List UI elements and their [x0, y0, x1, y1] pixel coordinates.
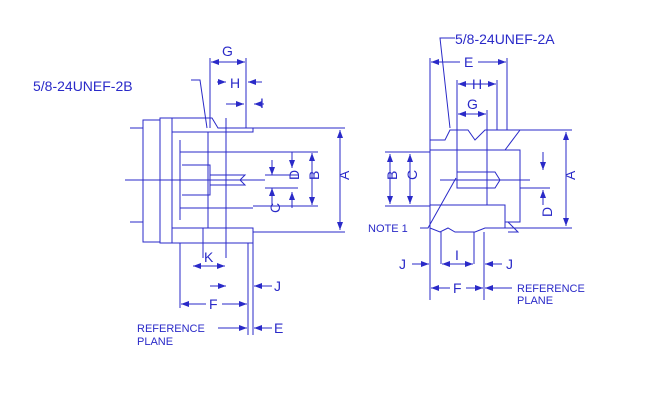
dim-label-d: D [286, 170, 302, 180]
dim-label-b-right: B [384, 171, 400, 180]
dim-label-c-right: C [404, 170, 420, 180]
right-plug-view [385, 37, 572, 300]
dim-label-e: E [274, 320, 283, 336]
dim-label-a: A [336, 170, 352, 180]
dim-label-k: K [204, 249, 214, 265]
dim-label-i-right: I [455, 247, 459, 263]
dim-label-e-right: E [464, 54, 473, 70]
dim-label-f: F [209, 296, 218, 312]
dim-label-d-right: D [539, 207, 555, 217]
dim-label-g-right: G [467, 96, 478, 112]
right-thread-label: 5/8-24UNEF-2A [455, 31, 555, 47]
left-thread-label: 5/8-24UNEF-2B [33, 78, 133, 94]
dim-label-h-right: H [472, 76, 482, 92]
dim-label-f-right: F [453, 280, 462, 296]
left-reference-label: REFERENCE [137, 323, 205, 335]
right-reference-label: REFERENCE [517, 283, 585, 295]
left-plane-label: PLANE [137, 336, 173, 348]
dim-label-i: I [260, 95, 264, 111]
dim-label-b: B [306, 171, 322, 180]
note-1-label: NOTE 1 [368, 223, 408, 235]
right-plane-label: PLANE [517, 295, 553, 307]
dim-label-c: C [267, 203, 283, 213]
dim-label-a-right: A [562, 170, 578, 180]
dim-label-j: J [274, 278, 281, 294]
dim-label-h: H [230, 75, 240, 91]
dim-label-j-left-right: J [399, 256, 406, 272]
left-jack-view [125, 58, 345, 335]
dim-label-j-right-right: J [506, 256, 513, 272]
dim-label-g: G [222, 43, 233, 59]
